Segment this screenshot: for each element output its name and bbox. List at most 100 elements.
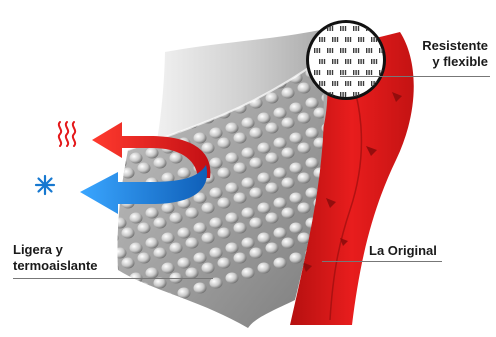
foam-bump	[170, 153, 183, 164]
fiber-strand	[324, 37, 325, 42]
foam-bump	[242, 178, 255, 189]
fiber-strand	[321, 37, 322, 42]
fiber-strand	[314, 48, 315, 53]
fiber-strand	[366, 48, 367, 53]
fiber-strand	[353, 70, 354, 75]
foam-bump	[242, 118, 255, 129]
fiber-strand	[340, 48, 341, 53]
foam-bump	[258, 143, 271, 154]
foam-bump	[106, 113, 119, 124]
foam-bump	[266, 243, 279, 254]
foam-bump	[194, 283, 207, 294]
foam-bump	[106, 263, 119, 274]
fiber-strand	[342, 48, 343, 53]
foam-bump	[282, 88, 295, 99]
foam-bump	[178, 168, 191, 179]
fiber-strand	[360, 37, 361, 42]
fiber-strand	[368, 70, 369, 75]
fiber-strand	[379, 26, 380, 31]
foam-bump	[274, 228, 287, 239]
foam-bump	[186, 238, 199, 249]
foam-bump	[130, 123, 143, 134]
foam-bump	[146, 238, 159, 249]
fiber-strand	[321, 81, 322, 86]
fiber-strand	[353, 92, 354, 97]
foam-bump	[298, 143, 311, 154]
foam-bump	[130, 303, 143, 314]
fiber-strand	[345, 70, 346, 75]
foam-bump	[138, 283, 151, 294]
foam-bump	[114, 278, 127, 289]
fiber-strand	[355, 70, 356, 75]
foam-bump	[266, 123, 279, 134]
foam-bump	[234, 253, 247, 264]
foam-bump	[298, 173, 311, 184]
foam-bump	[210, 248, 223, 259]
fiber-strand	[319, 37, 320, 42]
foam-bump	[274, 168, 287, 179]
foam-bump	[298, 113, 311, 124]
fiber-strand	[358, 70, 359, 75]
fiber-strand	[347, 37, 348, 42]
foam-bump	[138, 253, 151, 264]
fiber-strand	[381, 26, 382, 31]
fiber-strand	[319, 70, 320, 75]
fiber-strand	[316, 48, 317, 53]
foam-bump	[194, 253, 207, 264]
fiber-strand	[319, 48, 320, 53]
foam-bump	[154, 158, 167, 169]
foam-bump	[170, 243, 183, 254]
foam-bump	[242, 208, 255, 219]
fiber-strand	[366, 70, 367, 75]
foam-bump	[186, 268, 199, 279]
fiber-strand	[342, 26, 343, 31]
foam-bump	[298, 203, 311, 214]
resistant-line1: Resistente	[422, 38, 488, 54]
foam-bump	[258, 263, 271, 274]
fiber-strand	[332, 81, 333, 86]
fiber-strand	[337, 81, 338, 86]
foam-bump	[130, 213, 143, 224]
fiber-strand	[345, 81, 346, 86]
fiber-strand	[340, 26, 341, 31]
foam-bump	[178, 258, 191, 269]
foam-bump	[210, 218, 223, 229]
fiber-strand	[360, 81, 361, 86]
foam-bump	[162, 233, 175, 244]
foam-bump	[234, 223, 247, 234]
fiber-strand	[345, 37, 346, 42]
fiber-strand	[324, 59, 325, 64]
foam-bump	[202, 203, 215, 214]
fiber-strand	[345, 26, 346, 31]
foam-bump	[282, 118, 295, 129]
fiber-strand	[373, 37, 374, 42]
foam-bump	[218, 198, 231, 209]
resistant-line2: y flexible	[422, 54, 488, 70]
fiber-strand	[345, 59, 346, 64]
fiber-strand	[329, 48, 330, 53]
fiber-strand	[332, 48, 333, 53]
foam-bump	[250, 128, 263, 139]
light-leader-line	[13, 278, 213, 279]
fiber-strand	[319, 59, 320, 64]
fiber-strand	[329, 70, 330, 75]
foam-bump	[282, 178, 295, 189]
foam-bump	[122, 228, 135, 239]
foam-bump	[306, 98, 319, 109]
foam-bump	[114, 248, 127, 259]
foam-bump	[234, 163, 247, 174]
original-label: La Original	[369, 243, 437, 259]
foam-bump	[226, 273, 239, 284]
foam-bump	[266, 183, 279, 194]
foam-bump	[266, 93, 279, 104]
fiber-strand	[371, 48, 372, 53]
foam-bump	[122, 168, 135, 179]
fiber-strand	[353, 48, 354, 53]
foam-bump	[146, 118, 159, 129]
foam-bump	[290, 133, 303, 144]
original-leader-line	[322, 261, 442, 262]
foam-bump	[250, 188, 263, 199]
foam-bump	[178, 228, 191, 239]
foam-bump	[250, 218, 263, 229]
foam-bump	[154, 248, 167, 259]
